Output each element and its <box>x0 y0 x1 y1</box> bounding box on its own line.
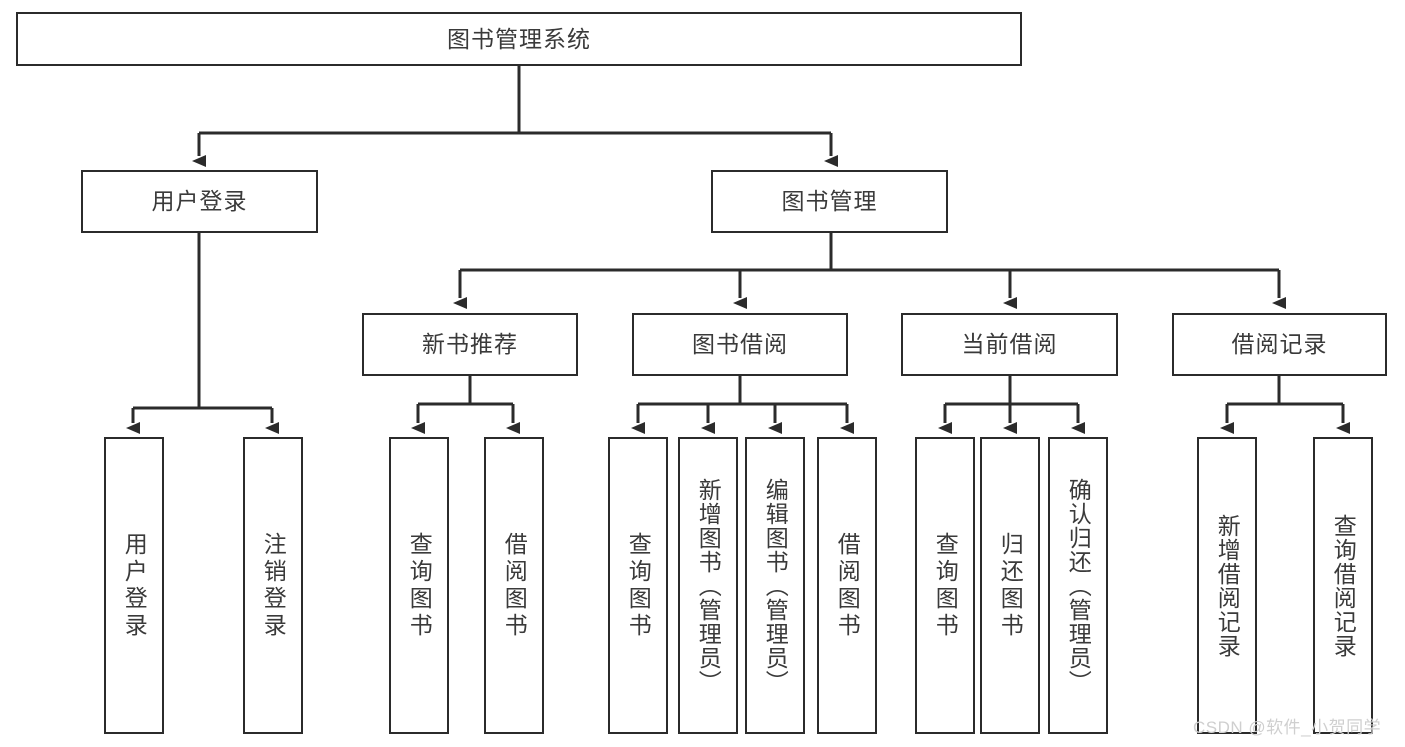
leaf-borrow-book-label: 借阅图书 <box>834 531 861 640</box>
leaf-logout[interactable]: 注销登录 <box>243 437 303 734</box>
node-book-management-label: 图书管理 <box>781 188 878 215</box>
node-new-book-recommend[interactable]: 新书推荐 <box>362 313 578 376</box>
leaf-confirm-return-admin[interactable]: 确认归还（管理员） <box>1048 437 1108 734</box>
node-user-login[interactable]: 用户登录 <box>81 170 318 233</box>
leaf-add-book-admin[interactable]: 新增图书（管理员） <box>678 437 738 734</box>
leaf-query-book-borrow-label: 查询图书 <box>625 531 652 640</box>
leaf-user-login-label: 用户登录 <box>121 531 148 640</box>
node-borrow-records-label: 借阅记录 <box>1231 331 1328 358</box>
leaf-query-book-current[interactable]: 查询图书 <box>915 437 975 734</box>
node-borrow-records[interactable]: 借阅记录 <box>1172 313 1387 376</box>
leaf-add-borrow-record[interactable]: 新增借阅记录 <box>1197 437 1257 734</box>
leaf-return-book-label: 归还图书 <box>997 531 1024 640</box>
leaf-query-book-current-label: 查询图书 <box>932 531 959 640</box>
leaf-query-book-new[interactable]: 查询图书 <box>389 437 449 734</box>
node-current-borrow-label: 当前借阅 <box>961 331 1058 358</box>
csdn-watermark: CSDN @软件_小贺同学 <box>1193 718 1382 737</box>
node-current-borrow[interactable]: 当前借阅 <box>901 313 1118 376</box>
leaf-logout-label: 注销登录 <box>260 531 287 640</box>
leaf-query-book-new-label: 查询图书 <box>406 531 433 640</box>
node-user-login-label: 用户登录 <box>151 188 248 215</box>
leaf-query-book-borrow[interactable]: 查询图书 <box>608 437 668 734</box>
leaf-borrow-book-new-label: 借阅图书 <box>501 531 528 640</box>
leaf-return-book[interactable]: 归还图书 <box>980 437 1040 734</box>
node-root[interactable]: 图书管理系统 <box>16 12 1022 66</box>
leaf-query-borrow-record[interactable]: 查询借阅记录 <box>1313 437 1373 734</box>
leaf-user-login[interactable]: 用户登录 <box>104 437 164 734</box>
leaf-borrow-book-new[interactable]: 借阅图书 <box>484 437 544 734</box>
node-new-book-recommend-label: 新书推荐 <box>422 331 518 358</box>
node-book-management[interactable]: 图书管理 <box>711 170 948 233</box>
leaf-add-borrow-record-label: 新增借阅记录 <box>1214 513 1241 658</box>
leaf-edit-book-admin[interactable]: 编辑图书（管理员） <box>745 437 805 734</box>
node-root-label: 图书管理系统 <box>447 25 591 52</box>
node-book-borrow-label: 图书借阅 <box>692 331 788 358</box>
leaf-query-borrow-record-label: 查询借阅记录 <box>1330 513 1357 658</box>
node-book-borrow[interactable]: 图书借阅 <box>632 313 848 376</box>
leaf-add-book-admin-label: 新增图书（管理员） <box>695 477 722 694</box>
leaf-borrow-book[interactable]: 借阅图书 <box>817 437 877 734</box>
leaf-edit-book-admin-label: 编辑图书（管理员） <box>762 477 789 694</box>
leaf-confirm-return-admin-label: 确认归还（管理员） <box>1065 477 1092 694</box>
